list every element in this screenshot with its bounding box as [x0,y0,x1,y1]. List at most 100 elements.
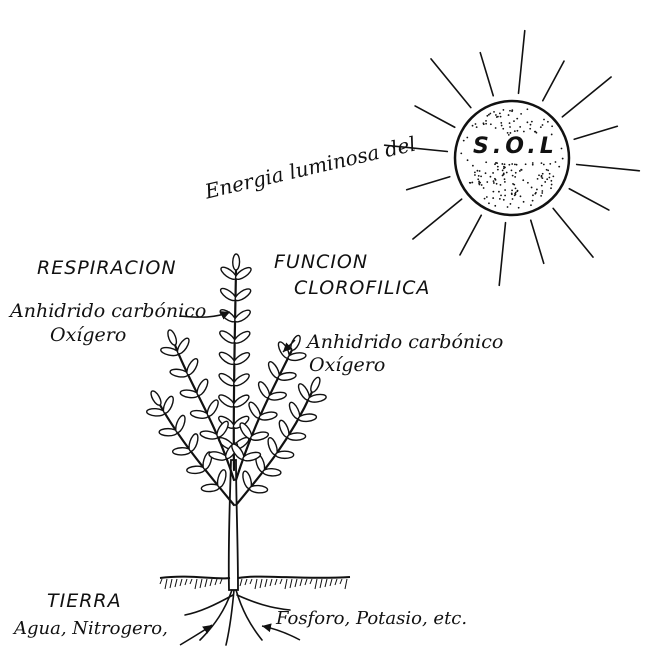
sun-dot [493,180,495,182]
sun-dot [541,190,543,192]
leaf [149,389,163,406]
sun-dot [532,164,534,166]
ground-hatch [250,579,252,584]
leaf-blade [216,469,228,488]
ground [160,577,350,589]
leaf [173,447,191,455]
sun-dot [535,131,537,133]
sun-dot [512,183,514,185]
sun-dot [537,178,539,180]
leaf-blade [185,357,200,376]
leaf [174,414,187,433]
sun-dot [551,125,553,127]
ground-line [160,577,350,579]
sun-dot [514,130,516,132]
ground-hatch [275,579,277,585]
sun-dot [503,109,505,111]
sun-dot [550,187,552,189]
sun-dot [490,123,492,125]
ground-hatch [205,579,207,587]
leaf-blade [201,484,220,493]
sun-dot [474,174,476,176]
sun-dot [516,164,518,166]
sun-ray [531,220,544,263]
ground-hatch [335,579,337,585]
sun-ray [577,164,640,170]
ground-hatch [345,579,347,589]
leaf [249,485,267,493]
sun-dot [541,162,543,164]
sun-dot [511,189,513,191]
leaf-blade [249,485,267,493]
leaf-blade [161,395,175,414]
sun-dot [561,148,563,150]
sun-dot [493,182,495,184]
leaf [166,329,178,346]
leaf [159,429,177,436]
leaf-blade [263,468,281,476]
sun-dot [508,164,510,166]
sun-dot [549,173,551,175]
sun-dot [488,114,490,116]
sun-dot [496,116,498,118]
sun-ray [460,215,481,255]
arrow-nutrients-left [180,625,212,645]
sun-dot [503,174,505,176]
sun-dot [546,178,548,180]
ground-hatch [165,579,167,589]
sun-dot [536,189,538,191]
sun-dot [519,170,521,172]
ground-hatch [190,579,192,584]
leaf [309,376,322,393]
leaf-blade [215,420,231,439]
sun-dot [485,123,487,125]
sun-dot [551,184,553,186]
leaf-blade [309,376,322,393]
sun-ray [407,177,450,190]
ground-hatch [290,579,292,588]
sun-dot [500,194,502,196]
sun-dot [479,170,481,172]
left-gas-label-o2: Oxígero [50,326,126,345]
sun-dot [541,177,543,179]
leaf [185,357,200,376]
sun-dot [513,120,515,122]
sun-dot [541,175,543,177]
sun-dot [477,178,479,180]
nutrients-left-label: Agua, Nitrogero, [14,620,168,638]
leaf [187,433,199,452]
sun-dot [523,201,525,203]
sun-dot [520,169,522,171]
sun-dot [514,194,516,196]
sun-dot [460,152,462,154]
sun-dot [532,162,534,164]
leaf [263,468,281,476]
sun-ray [543,61,564,101]
chlorophyll-label-line2: CLOROFILICA [294,279,430,298]
sun-dot [486,181,488,183]
leaf-blade [195,378,210,397]
sun-dot [502,128,504,130]
sun-dot [477,170,479,172]
sun-dot [520,195,522,197]
sun-dot [540,195,542,197]
sun-dot [530,124,532,126]
sun-ray [518,31,524,94]
sun-dot [504,181,506,183]
sun-dot [485,172,487,174]
sun-dot [480,175,482,177]
ground-hatch [320,579,322,588]
sun-dot [510,203,512,205]
ground-hatch [220,579,222,584]
left-gas-label-co2: Anhidrido carbónico [10,302,206,321]
sun-dot [492,191,494,193]
sun-dot [500,122,502,124]
sun-dot [550,180,552,182]
sun-dot [498,191,500,193]
sun-dot [492,197,494,199]
sun-dot [504,178,506,180]
sun-ray [574,126,617,139]
sun-dot [493,111,495,113]
sun-dot [504,189,506,191]
sun-dot [507,206,509,208]
